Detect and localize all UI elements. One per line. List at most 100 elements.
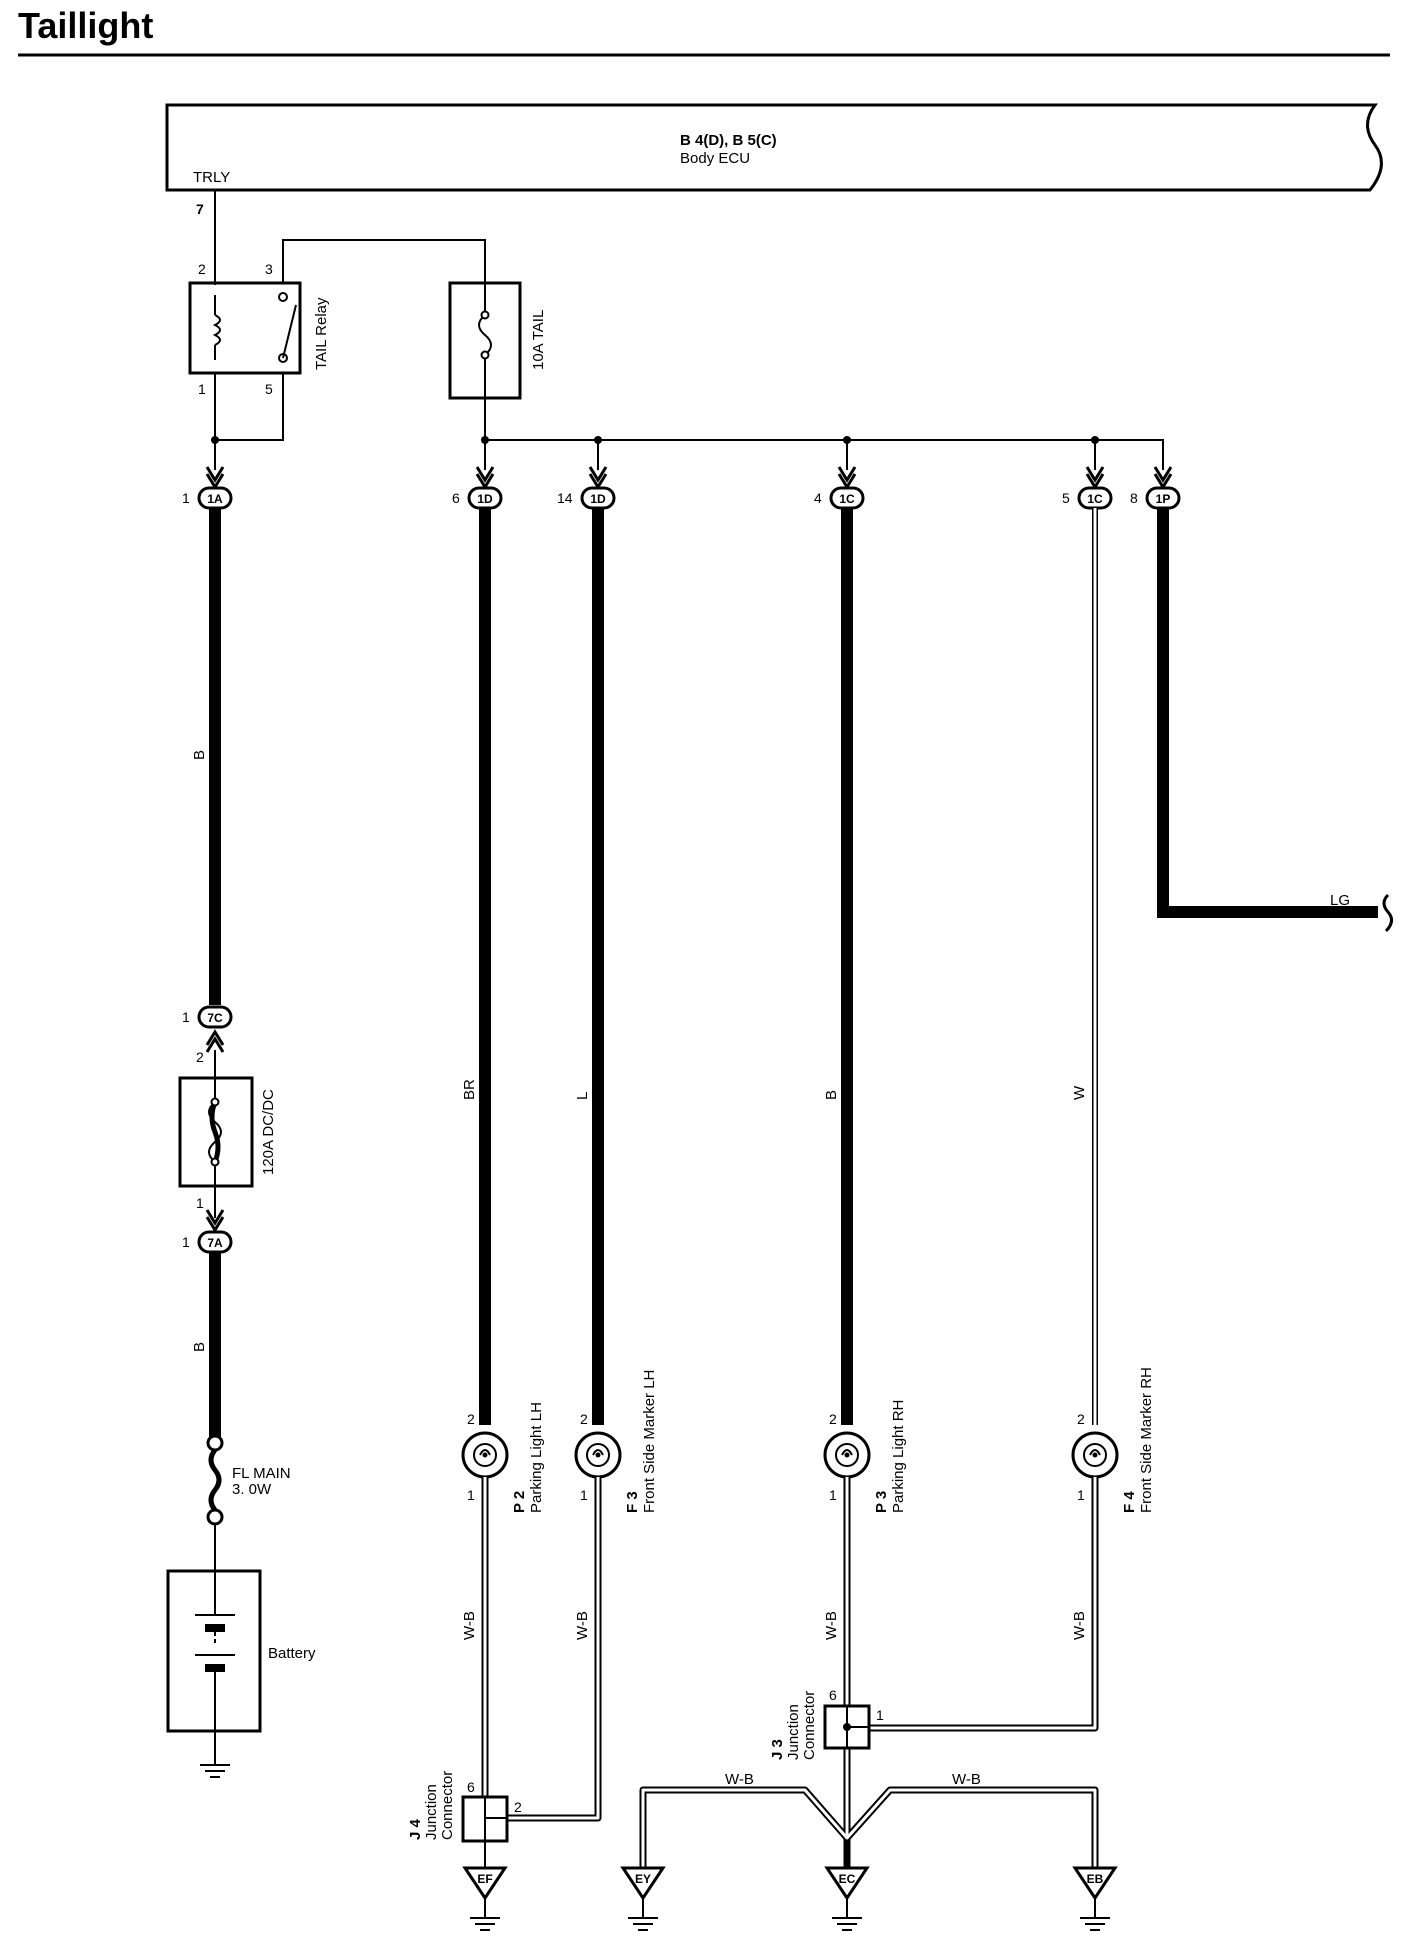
dcdc-fuse-link (209, 1101, 221, 1163)
ground-ec: EC (824, 1866, 870, 1931)
tail-fuse-term-a (480, 310, 490, 320)
relay-coil (212, 295, 221, 360)
wire-color-ground-5: W-B (725, 1771, 754, 1788)
j4-name-2: Connector (439, 1771, 456, 1840)
relay-contact-top (278, 292, 288, 302)
svg-text:EY: EY (635, 1872, 651, 1886)
svg-text:EF: EF (477, 1872, 492, 1886)
svg-text:1: 1 (182, 1234, 190, 1250)
battery-ground-icon (200, 1764, 230, 1778)
fl-term-top (206, 1434, 224, 1452)
p3-pin-bottom: 1 (829, 1487, 837, 1503)
f4-pin-bottom: 1 (1077, 1487, 1085, 1503)
relay-pin-1: 1 (198, 381, 206, 397)
svg-text:1A: 1A (207, 492, 223, 506)
fl-main-name: FL MAIN (232, 1465, 291, 1482)
p2-pin-bottom: 1 (467, 1487, 475, 1503)
lg-break (1382, 893, 1393, 933)
junction-j4 (461, 1795, 509, 1843)
lamp-f3 (574, 1431, 622, 1479)
lamp-p2 (461, 1431, 509, 1479)
svg-text:1P: 1P (1156, 492, 1171, 506)
dcdc-term-a (210, 1097, 220, 1107)
tail-relay-box (188, 281, 302, 375)
wire-color-main: B (191, 750, 208, 760)
f3-name: Front Side Marker LH (641, 1370, 658, 1513)
connector-1c-4: 1C 4 (814, 486, 865, 510)
wire-color-l: L (574, 1092, 591, 1100)
svg-text:4: 4 (814, 490, 822, 506)
tail-fuse-label: 10A TAIL (530, 310, 547, 370)
connector-1p: 1P 8 (1130, 486, 1181, 510)
tail-fuse-element (478, 285, 492, 398)
svg-text:14: 14 (557, 490, 573, 506)
svg-text:1D: 1D (590, 492, 606, 506)
svg-text:8: 8 (1130, 490, 1138, 506)
ground-ey: EY (620, 1866, 666, 1931)
j4-name: Junction (423, 1784, 440, 1840)
connector-7a: 7A 1 (182, 1209, 233, 1254)
p2-name: Parking Light LH (528, 1402, 545, 1513)
relay-pin-2: 2 (198, 261, 206, 277)
fl-main-rating: 3. 0W (232, 1481, 272, 1498)
j3-pin-1: 1 (876, 1707, 884, 1723)
f4-name: Front Side Marker RH (1138, 1367, 1155, 1513)
f3-code: F 3 (624, 1491, 641, 1513)
battery-symbol (195, 1573, 235, 1731)
wire-color-battery: B (191, 1342, 208, 1352)
junction-j3 (823, 1704, 871, 1750)
fl-main-link (208, 1448, 222, 1512)
wire-color-br: BR (461, 1079, 478, 1100)
connector-1d-6: 1D 6 (452, 486, 503, 510)
svg-text:1: 1 (182, 1009, 190, 1025)
page-title: Taillight (18, 5, 153, 46)
svg-text:1: 1 (182, 490, 190, 506)
lamp-p3 (823, 1431, 871, 1479)
ecu-desc: Body ECU (680, 150, 750, 167)
relay-pin-5: 5 (265, 381, 273, 397)
ecu-terminal-pin: 7 (196, 201, 204, 217)
f3-pin-top: 2 (580, 1411, 588, 1427)
svg-text:1C: 1C (1087, 492, 1103, 506)
wire-lg (1157, 508, 1378, 918)
ecu-name: B 4(D), B 5(C) (680, 132, 777, 149)
wire-color-w: W (1071, 1085, 1088, 1100)
body-ecu-box (165, 103, 1383, 192)
ground-eb: EB (1072, 1866, 1118, 1931)
j4-code: J 4 (407, 1818, 424, 1840)
wire-color-ground-4: W-B (1071, 1611, 1088, 1640)
wire-color-b-rh: B (823, 1090, 840, 1100)
connector-1c-5: 1C 5 (1062, 486, 1113, 510)
f3-pin-bottom: 1 (580, 1487, 588, 1503)
wire-relay-fuse (282, 239, 486, 285)
wire-color-ground-6: W-B (952, 1771, 981, 1788)
p2-pin-top: 2 (467, 1411, 475, 1427)
p3-name: Parking Light RH (890, 1400, 907, 1513)
svg-text:1C: 1C (839, 492, 855, 506)
relay-label: TAIL Relay (313, 297, 330, 370)
wire-color-ground-2: W-B (574, 1611, 591, 1640)
fl-term-bottom (206, 1508, 224, 1526)
f4-code: F 4 (1121, 1491, 1138, 1513)
j3-pin-6: 6 (829, 1687, 837, 1703)
wire-color-ground-1: W-B (461, 1611, 478, 1640)
lamp-f4 (1071, 1431, 1119, 1479)
dcdc-term-b (210, 1157, 220, 1167)
connector-7c: 7C 1 (182, 1005, 233, 1053)
battery-label: Battery (268, 1645, 316, 1662)
wire-color-ground-3: W-B (823, 1611, 840, 1640)
wire-color-lg: LG (1330, 892, 1350, 909)
j3-name-2: Connector (801, 1691, 818, 1760)
svg-text:1D: 1D (477, 492, 493, 506)
dcdc-fuse-label: 120A DC/DC (260, 1089, 277, 1175)
wb-wires-outline (481, 1477, 1099, 1868)
chevrons-top (205, 466, 1173, 490)
svg-text:EC: EC (839, 1872, 856, 1886)
ecu-terminal-label: TRLY (193, 169, 230, 186)
svg-text:6: 6 (452, 490, 460, 506)
svg-text:7A: 7A (207, 1236, 223, 1250)
dcdc-pin-top: 2 (196, 1049, 204, 1065)
tail-fuse-term-b (480, 350, 490, 360)
svg-text:7C: 7C (207, 1011, 223, 1025)
